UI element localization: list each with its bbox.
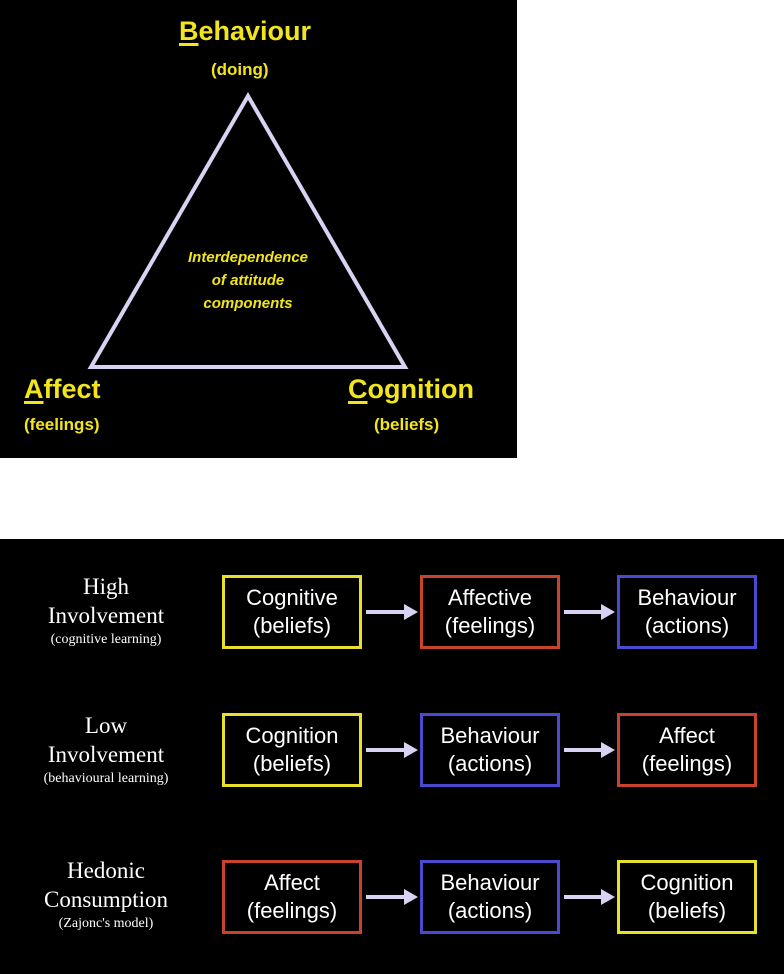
box-line-2: (actions) <box>447 898 533 923</box>
box-line-1: Behaviour <box>440 723 540 748</box>
center-note-line-2: of attitude <box>211 272 285 289</box>
row-3-box-1: Affect (feelings) <box>222 860 362 934</box>
arrow-head-row-1-1 <box>404 604 418 620</box>
row-2-box-3: Affect (feelings) <box>617 713 757 787</box>
row-3-box-2: Behaviour (actions) <box>420 860 560 934</box>
arrow-head-row-2-2 <box>601 742 615 758</box>
row-1-box-3: Behaviour (actions) <box>617 575 757 649</box>
row-2-label-line-1: Low <box>84 713 128 738</box>
row-1-box-2: Affective (feelings) <box>420 575 560 649</box>
triangle-shape <box>87 92 409 369</box>
sequence-panel: High Involvement (cognitive learning) Co… <box>0 539 784 974</box>
arrow-head-row-1-2 <box>601 604 615 620</box>
row-3-label-line-1: Hedonic <box>67 858 145 883</box>
box-line-2: (feelings) <box>246 898 338 923</box>
row-1-sublabel: (cognitive learning) <box>50 632 162 647</box>
row-label-3: Hedonic Consumption (Zajonc's model) <box>0 856 212 934</box>
box-line-2: (actions) <box>447 751 533 776</box>
arrow-head-row-3-2 <box>601 889 615 905</box>
box-line-2: (feelings) <box>444 613 536 638</box>
vertex-right-title: Cognition <box>348 374 474 404</box>
box-line-1: Behaviour <box>637 585 737 610</box>
row-1-label-line-2: Involvement <box>47 603 165 628</box>
row-label-2: Low Involvement (behavioural learning) <box>0 711 212 789</box>
row-3-sublabel: (Zajonc's model) <box>58 916 154 931</box>
vertex-left-title: Affect <box>24 374 101 404</box>
box-line-1: Affect <box>264 870 320 895</box>
row-2-label-line-2: Involvement <box>47 742 165 767</box>
row-label-1: High Involvement (cognitive learning) <box>0 572 212 650</box>
box-line-1: Cognition <box>245 723 339 748</box>
box-line-2: (feelings) <box>641 751 733 776</box>
box-line-1: Cognition <box>640 870 734 895</box>
vertex-top-title: Behaviour <box>179 16 312 46</box>
vertex-left-subtitle: (feelings) <box>24 415 100 434</box>
row-3-label-line-2: Consumption <box>44 887 168 912</box>
box-line-1: Affective <box>448 585 532 610</box>
box-line-2: (beliefs) <box>252 751 332 776</box>
arrows-svg <box>366 604 615 905</box>
box-line-1: Cognitive <box>246 585 338 610</box>
row-3-box-3: Cognition (beliefs) <box>617 860 757 934</box>
center-note-line-3: components <box>203 295 293 312</box>
row-2-sublabel: (behavioural learning) <box>43 771 169 786</box>
attitude-triangle-panel: Behaviour (doing) Affect (feelings) Cogn… <box>0 0 517 458</box>
arrow-head-row-2-1 <box>404 742 418 758</box>
row-2-box-1: Cognition (beliefs) <box>222 713 362 787</box>
arrow-head-row-3-1 <box>404 889 418 905</box>
box-line-2: (beliefs) <box>647 898 727 923</box>
row-1-box-1: Cognitive (beliefs) <box>222 575 362 649</box>
box-line-2: (actions) <box>644 613 730 638</box>
center-note: Interdependence of attitude components <box>163 246 333 315</box>
box-line-2: (beliefs) <box>252 613 332 638</box>
box-line-1: Affect <box>659 723 715 748</box>
triangle-svg <box>87 92 409 369</box>
vertex-top-subtitle: (doing) <box>211 60 269 79</box>
row-1-label-line-1: High <box>83 574 129 599</box>
box-line-1: Behaviour <box>440 870 540 895</box>
center-note-line-1: Interdependence <box>187 249 309 266</box>
vertex-right-subtitle: (beliefs) <box>374 415 440 434</box>
row-2-box-2: Behaviour (actions) <box>420 713 560 787</box>
